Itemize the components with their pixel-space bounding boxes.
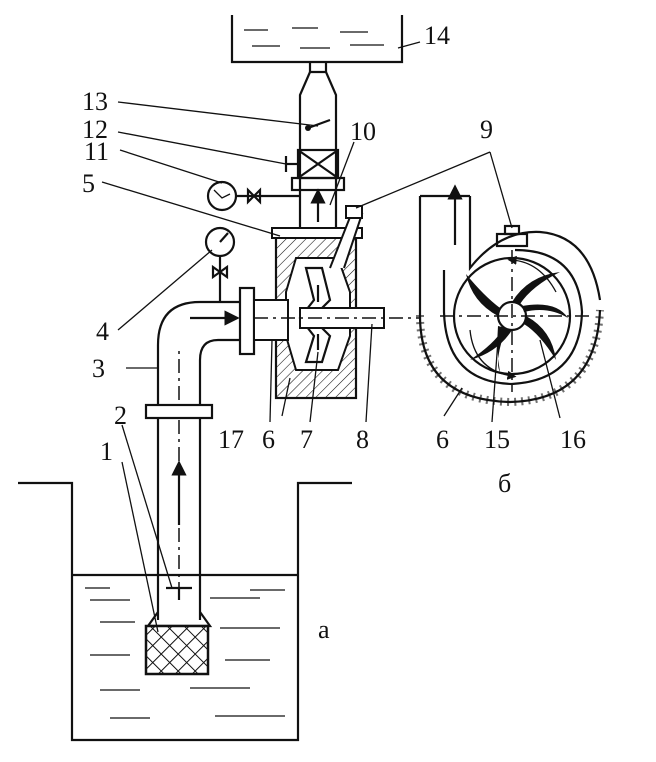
label-5: 5 [82, 169, 95, 198]
subfigure-label-a: а [318, 615, 330, 644]
label-15: 15 [484, 425, 510, 454]
label-6-b: 6 [436, 425, 449, 454]
suction-elbow [156, 286, 256, 405]
sump-pit [18, 481, 352, 742]
subfigure-label-b: б [498, 469, 511, 498]
vacuum-gauge [204, 226, 236, 302]
label-6-a: 6 [262, 425, 275, 454]
pump-casing [253, 205, 420, 400]
label-4: 4 [96, 317, 109, 346]
label-16: 16 [560, 425, 586, 454]
label-12: 12 [82, 115, 108, 144]
label-7: 7 [300, 425, 313, 454]
label-11: 11 [84, 137, 109, 166]
label-8: 8 [356, 425, 369, 454]
discharge-pipe [284, 62, 346, 228]
label-9: 9 [480, 115, 493, 144]
label-3: 3 [92, 354, 105, 383]
suction-pipe [144, 403, 214, 676]
label-17: 17 [218, 425, 244, 454]
leader-lines [101, 41, 561, 633]
label-10: 10 [350, 117, 376, 146]
upper-reservoir [230, 15, 404, 64]
volute-cross-section [416, 184, 604, 407]
pressure-gauge [206, 180, 300, 212]
label-14: 14 [424, 21, 450, 50]
label-2: 2 [114, 401, 127, 430]
label-1: 1 [100, 437, 113, 466]
label-13: 13 [82, 87, 108, 116]
part-labels: 1 2 3 4 5 11 12 13 14 10 9 17 6 7 8 6 15… [82, 21, 586, 644]
